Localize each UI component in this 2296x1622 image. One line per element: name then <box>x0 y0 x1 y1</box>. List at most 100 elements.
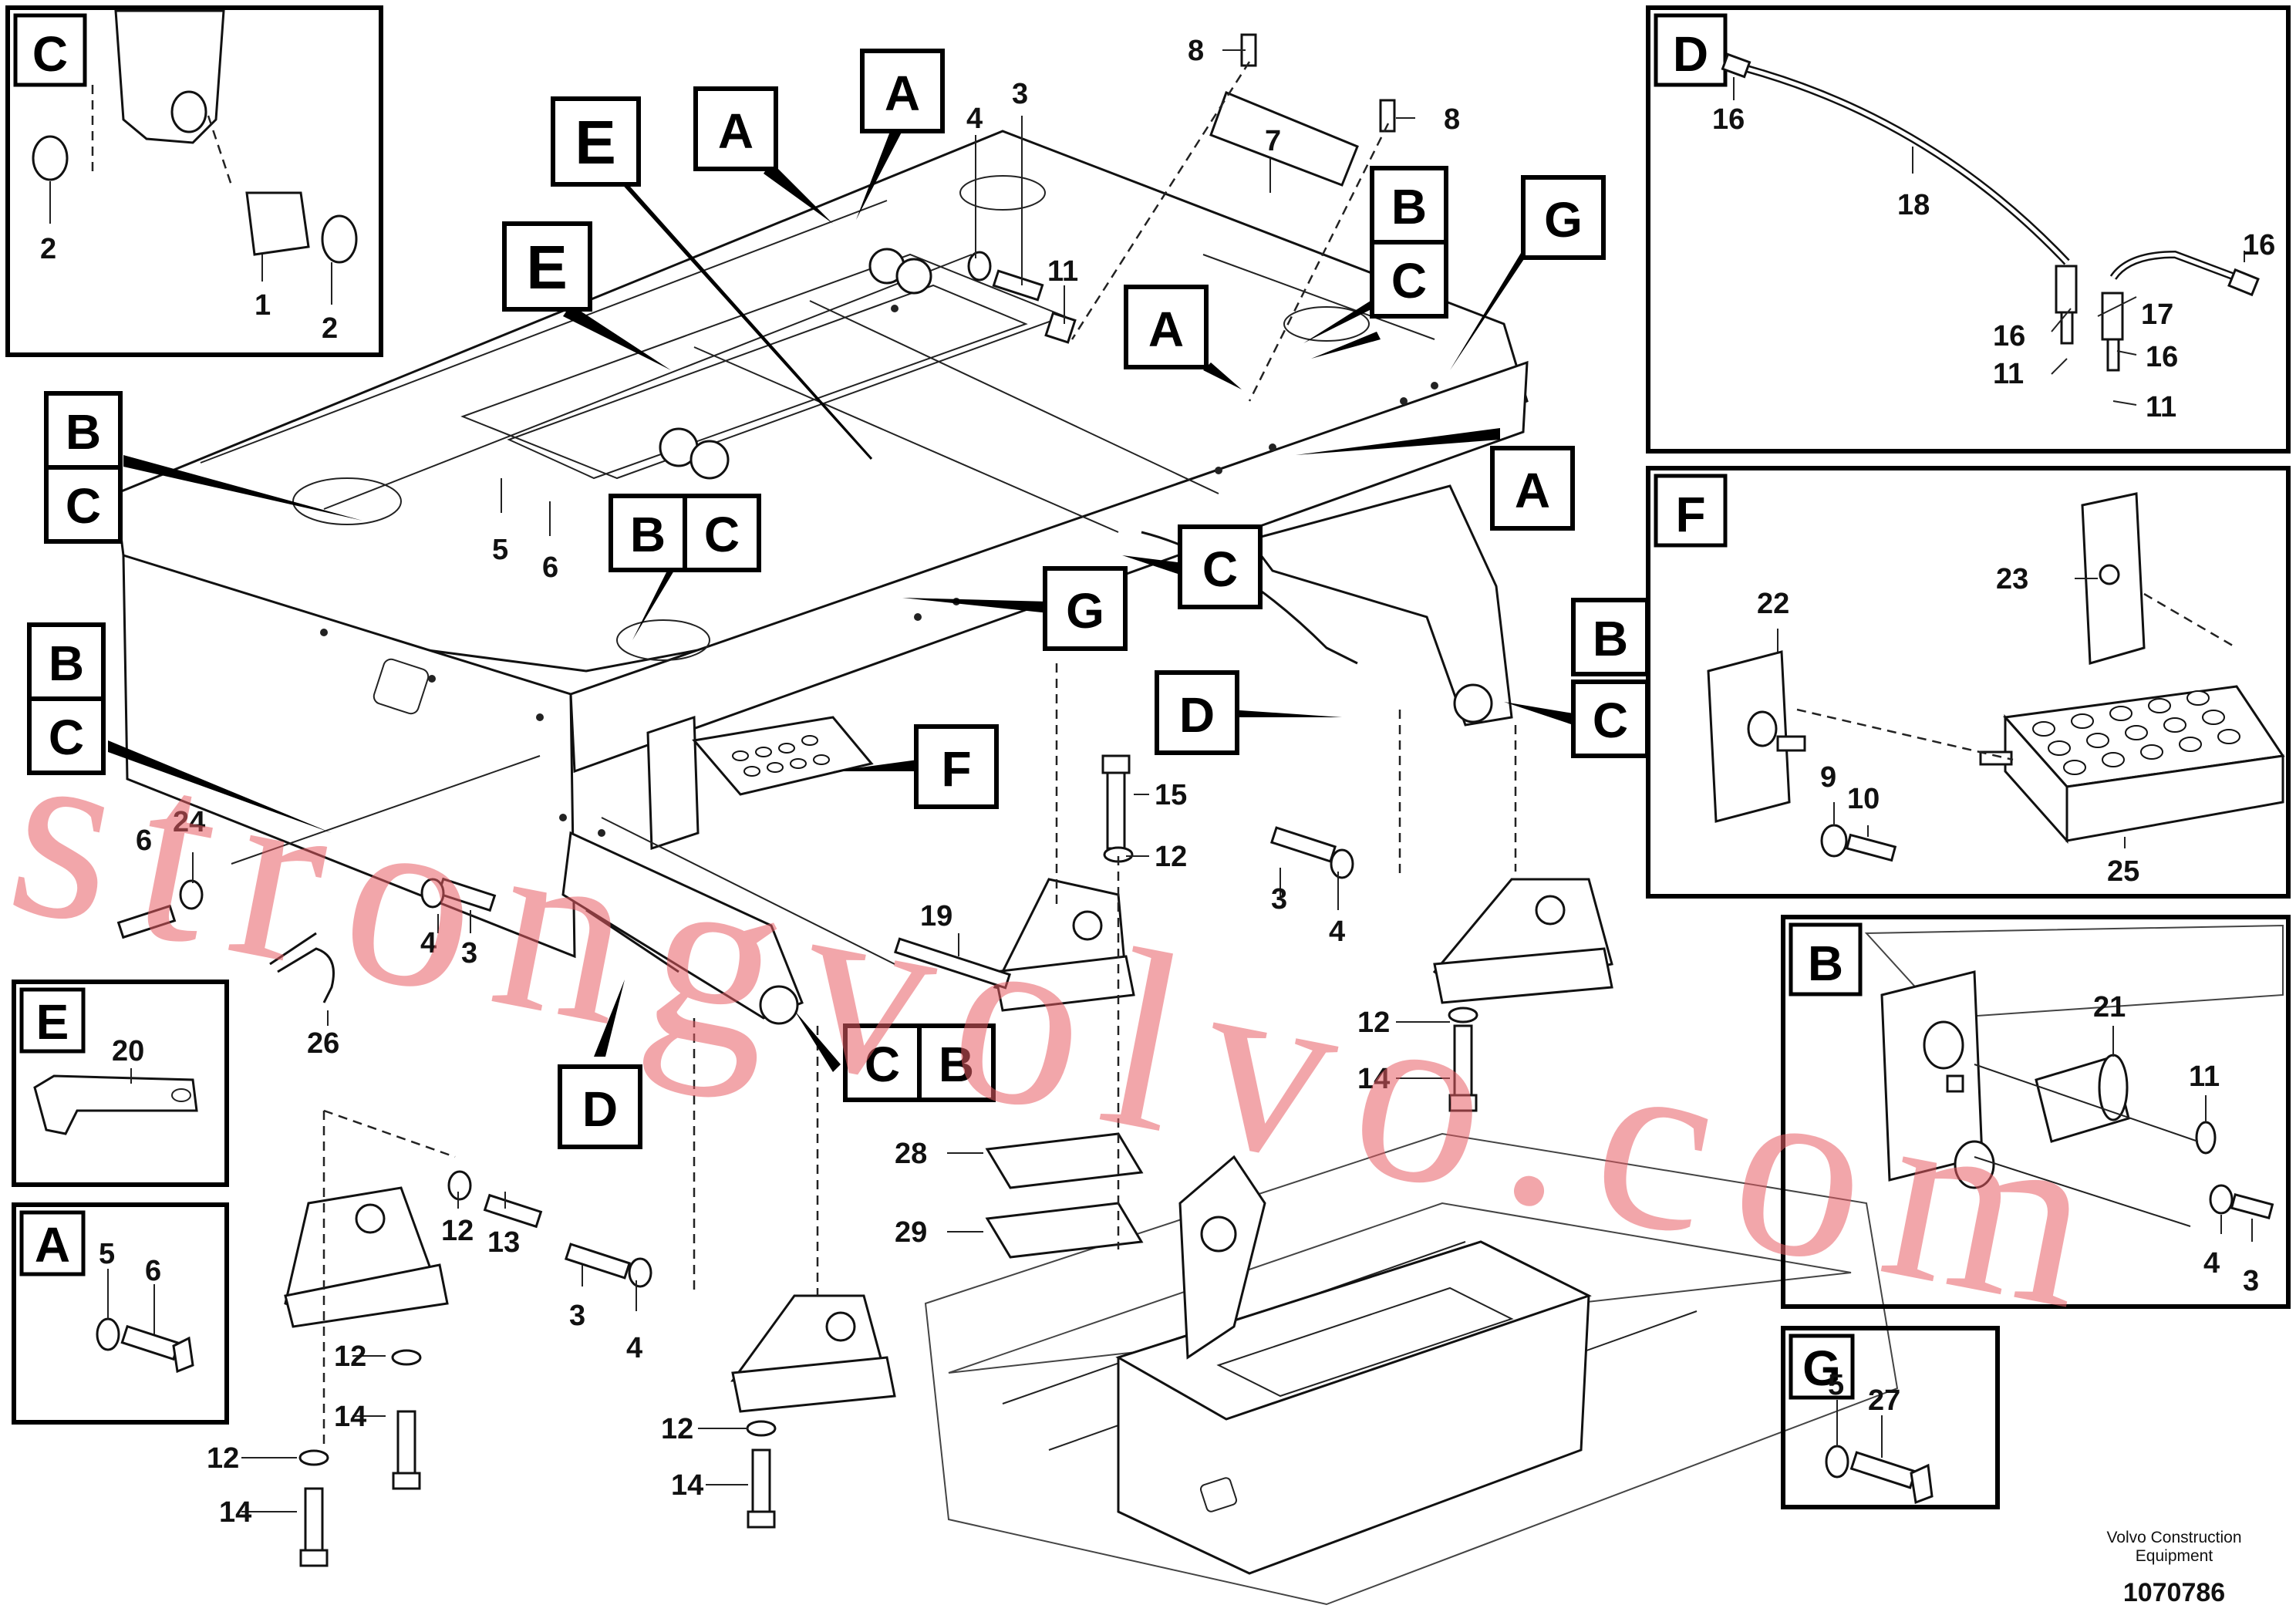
part-label: 4 <box>420 927 437 959</box>
svg-text:16: 16 <box>2146 341 2178 373</box>
callout-c-3: C <box>683 494 761 572</box>
svg-text:21: 21 <box>2093 991 2126 1023</box>
callout-c-2: C <box>44 465 123 544</box>
svg-text:E: E <box>36 994 69 1050</box>
part-label: 13 <box>487 1226 520 1259</box>
svg-text:23: 23 <box>1996 563 2028 595</box>
part-label: 3 <box>461 937 477 969</box>
detail-panel-a: A 5 6 <box>12 1202 229 1425</box>
svg-text:A: A <box>35 1217 70 1273</box>
part-label: 11 <box>1047 255 1078 288</box>
svg-text:18: 18 <box>1897 189 1930 221</box>
callout-d-1: D <box>1155 670 1239 755</box>
callout-b-2: B <box>44 391 123 470</box>
svg-text:C: C <box>865 1037 900 1092</box>
svg-text:B: B <box>1808 936 1843 991</box>
svg-text:25: 25 <box>2107 855 2139 888</box>
company-name: Volvo Construction Equipment <box>2074 1529 2274 1566</box>
part-label: 4 <box>626 1332 642 1364</box>
callout-letters: E E A A A A B C G B C B C B C C G B C D … <box>27 49 1650 1149</box>
part-label: 3 <box>1271 883 1287 916</box>
svg-text:22: 22 <box>1757 588 1789 620</box>
callout-a-3: A <box>1124 285 1209 369</box>
callout-e-1: E <box>551 96 641 187</box>
part-label: 8 <box>1444 103 1460 136</box>
part-label: 28 <box>895 1138 927 1170</box>
callout-a-4: A <box>1490 446 1575 531</box>
company-line-2: Equipment <box>2135 1547 2213 1565</box>
svg-text:D: D <box>582 1081 618 1137</box>
svg-text:5: 5 <box>99 1238 115 1270</box>
callout-b-6: B <box>917 1023 996 1102</box>
company-line-1: Volvo Construction <box>2106 1529 2242 1546</box>
part-label: 4 <box>1329 916 1345 948</box>
svg-text:B: B <box>630 507 666 562</box>
part-label: 14 <box>334 1401 366 1433</box>
svg-text:10: 10 <box>1847 783 1880 815</box>
svg-text:4: 4 <box>2203 1247 2220 1280</box>
detail-panel-b: B 21 11 4 3 <box>1781 915 2291 1309</box>
part-label: 24 <box>173 806 205 838</box>
part-label: 26 <box>307 1027 339 1060</box>
callout-b-4: B <box>27 622 106 701</box>
assembly-lines <box>231 61 1517 1450</box>
svg-text:27: 27 <box>1868 1384 1900 1417</box>
part-label: 12 <box>661 1413 693 1445</box>
part-label: 15 <box>1155 779 1187 811</box>
svg-text:B: B <box>939 1037 974 1092</box>
callout-a-1: A <box>693 86 778 171</box>
part-label: 12 <box>207 1442 239 1475</box>
callout-c-5: C <box>1178 524 1263 609</box>
svg-text:3: 3 <box>2243 1265 2259 1297</box>
svg-text:9: 9 <box>1820 761 1836 794</box>
part-label: 12 <box>334 1340 366 1373</box>
callout-f-1: F <box>914 724 999 809</box>
part-label: 14 <box>671 1469 703 1502</box>
part-label: 12 <box>441 1215 474 1247</box>
svg-text:16: 16 <box>2243 229 2275 261</box>
callout-c-6: C <box>1571 679 1650 758</box>
part-label: 7 <box>1265 125 1281 157</box>
callout-b-1: B <box>1370 166 1448 244</box>
svg-text:G: G <box>1544 192 1583 248</box>
callout-c-7: C <box>843 1023 922 1102</box>
svg-text:C: C <box>1202 541 1238 597</box>
svg-text:D: D <box>1673 26 1708 82</box>
callout-d-2: D <box>558 1064 642 1149</box>
svg-text:11: 11 <box>2189 1061 2220 1093</box>
svg-text:B: B <box>1391 179 1427 234</box>
svg-text:E: E <box>575 108 615 177</box>
callout-a-2: A <box>860 49 945 133</box>
callout-b-3: B <box>609 494 687 572</box>
svg-text:11: 11 <box>1993 358 2024 390</box>
part-label: 8 <box>1188 35 1204 67</box>
svg-text:E: E <box>526 233 567 302</box>
part-label: 6 <box>542 551 558 584</box>
svg-text:D: D <box>1179 687 1215 743</box>
svg-text:16: 16 <box>1712 103 1745 136</box>
part-numbers: 8 8 7 4 3 11 5 6 15 12 3 4 19 6 24 4 3 2… <box>136 35 1460 1529</box>
svg-text:C: C <box>1391 253 1427 309</box>
svg-text:F: F <box>941 741 971 797</box>
detail-panel-e: E 20 <box>12 980 229 1187</box>
svg-text:C: C <box>49 710 84 765</box>
svg-text:A: A <box>885 66 920 121</box>
svg-text:C: C <box>32 26 68 82</box>
detail-panel-c: C 2 1 2 <box>5 5 383 357</box>
svg-text:B: B <box>49 636 84 691</box>
svg-text:G: G <box>1802 1340 1841 1396</box>
part-label: 29 <box>895 1216 927 1249</box>
svg-text:A: A <box>1515 463 1550 518</box>
callout-c-1: C <box>1370 240 1448 319</box>
svg-text:6: 6 <box>145 1255 161 1287</box>
svg-text:B: B <box>1593 611 1628 666</box>
callout-e-2: E <box>502 221 592 312</box>
svg-text:B: B <box>66 404 101 460</box>
svg-text:A: A <box>718 103 754 159</box>
step-assembly <box>646 715 874 851</box>
leader-lines <box>192 49 1450 1512</box>
svg-text:5: 5 <box>1828 1369 1844 1401</box>
detail-panel-f: F 22 23 9 10 25 <box>1646 466 2291 899</box>
svg-text:A: A <box>1148 302 1184 357</box>
